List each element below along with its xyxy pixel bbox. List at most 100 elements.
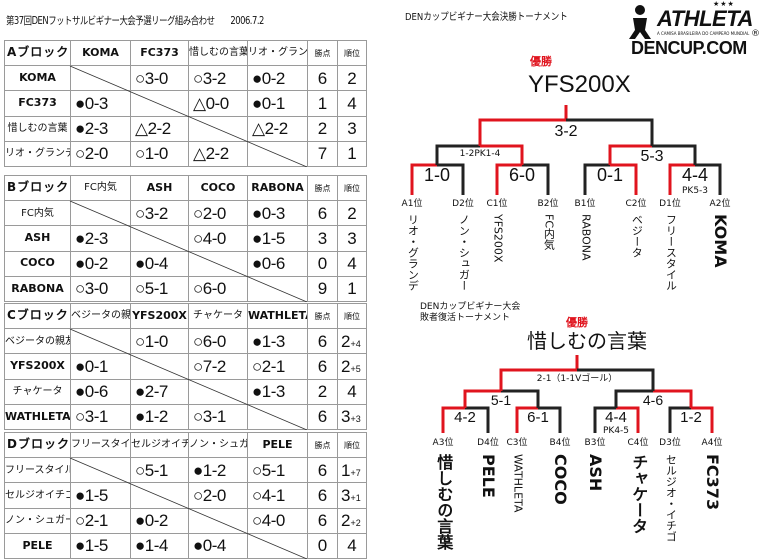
main-champion-label: 優勝: [530, 55, 552, 68]
consolation-title-line1: DENカップビギナー大会: [420, 302, 521, 312]
rank-value: 3: [347, 228, 357, 248]
goal-diff: +3: [350, 414, 361, 425]
seed-label: C4位: [627, 438, 649, 448]
league-block-2: Cブロックベジータの親友YFS200XチャケータWATHLETA勝点順位ベジータ…: [4, 302, 367, 431]
goal-diff: +4: [350, 338, 361, 349]
rank: 1: [337, 275, 367, 303]
rank-value: 4: [347, 253, 357, 273]
consolation-champion: 惜しむの言葉: [527, 331, 647, 353]
page-title: 第37回DENフットサルビギナー大会予選リーグ組み合わせ 2006.7.2: [6, 15, 264, 27]
team-name: 惜しむの言葉: [434, 454, 454, 550]
logo-brand: ATHLETA: [657, 6, 753, 31]
rank-value: 1: [341, 460, 351, 480]
table-header-row: Cブロックベジータの親友YFS200XチャケータWATHLETA勝点順位: [4, 302, 367, 330]
seed-label: A2位: [709, 199, 731, 209]
seed-label: A1位: [401, 199, 423, 209]
rank-value: 2: [341, 331, 351, 351]
points: 6: [307, 65, 338, 92]
league-block-3: Dブロックフリースタイルセルジオイチゴノン・シュガーPELE勝点順位フリースタイ…: [4, 431, 367, 559]
column-team: KOMA: [70, 39, 131, 67]
seed-label: D4位: [477, 438, 499, 448]
bracket-line-a3: [441, 406, 465, 433]
consolation_bracket-qf-pk: PK4-5: [602, 426, 630, 436]
team-name: ベジータ: [630, 214, 644, 258]
rank-value: 1: [347, 144, 357, 164]
league-block-0: AブロックKOMAFC373惜しむの言葉リオ・グランデ勝点順位KOMA○3-0○…: [4, 39, 367, 168]
bracket-line-final-right: [566, 118, 654, 146]
rank-value: 3: [341, 407, 351, 427]
bracket-line-sf1-left: [435, 144, 480, 165]
bracket-line-sf1-right: [480, 144, 524, 165]
goal-diff: +1: [350, 492, 361, 503]
seed-label: C3位: [506, 438, 528, 448]
rank-value: 4: [347, 381, 357, 401]
consolation_bracket-qf-score: 1-2: [680, 409, 702, 426]
bracket-line-csf2-left: [614, 389, 653, 408]
column-team: リオ・グランデ: [247, 39, 308, 67]
bracket-line-csf1-left: [463, 389, 501, 408]
consolation-semi-left-score: 5-1: [490, 392, 512, 408]
column-team: RABONA: [247, 174, 308, 202]
points: 1: [307, 90, 338, 117]
column-team: PELE: [247, 431, 308, 459]
seed-label: A3位: [432, 438, 454, 448]
rank: 2+2: [337, 507, 367, 534]
team-name: KOMA: [711, 214, 731, 268]
rank: 4: [337, 90, 367, 117]
seed-label: B2位: [537, 199, 559, 209]
table-header-row: Dブロックフリースタイルセルジオイチゴノン・シュガーPELE勝点順位: [4, 431, 367, 459]
block-name: Aブロック: [4, 39, 71, 67]
main_bracket-qf-score: 6-0: [508, 165, 536, 185]
row-team: リオ・グランデ: [4, 140, 71, 168]
logo-site: DENCUP.COM: [631, 38, 747, 58]
logo-tagline: A CAMISA BRASILEIRA DO CAMPEÃO MUNDIAL: [657, 31, 750, 36]
team-name: セルジオ・イチゴ: [664, 454, 678, 542]
goal-diff: +5: [350, 363, 361, 374]
points: 0: [307, 250, 338, 277]
bracket-line-cfinal-left: [499, 355, 579, 391]
team-name: FC内気: [542, 214, 556, 251]
column-team: FC373: [130, 39, 189, 67]
team-name: RABONA: [579, 214, 593, 261]
bracket-line-a4: [691, 406, 714, 433]
bracket-line-csf1-right: [501, 389, 540, 408]
points: 9: [307, 275, 338, 303]
rank: 3+3: [337, 403, 367, 431]
row-team: COCO: [4, 250, 71, 277]
bracket-line-b2: [522, 163, 550, 195]
team-name: FC373: [703, 454, 723, 511]
bracket-line-b4: [538, 406, 562, 433]
rank: 2: [337, 200, 367, 227]
bracket-line-final-left: [478, 105, 568, 146]
main-champion: YFS200X: [528, 71, 631, 98]
main-semi-right-score: 5-3: [640, 148, 664, 165]
points: 6: [307, 403, 338, 431]
bracket-line-b1: [583, 163, 610, 195]
bracket-line-c3: [515, 406, 538, 433]
row-team: ASH: [4, 225, 71, 252]
bracket-line-c4: [616, 406, 640, 433]
seed-label: B3位: [584, 438, 606, 448]
consolation-champion-label: 優勝: [566, 316, 588, 329]
consolation_bracket-qf-score: 6-1: [527, 409, 549, 426]
rank-value: 1: [347, 279, 357, 299]
seed-label: D1位: [659, 199, 681, 209]
bracket-line-sf2-right: [652, 144, 697, 165]
team-name: YFS200X: [491, 214, 505, 263]
stars: ★★★: [713, 0, 735, 8]
rank-value: 2: [341, 510, 351, 530]
goal-diff: +7: [350, 467, 361, 478]
main_bracket-qf-pk: PK5-3: [681, 186, 709, 196]
seed-label: A4位: [701, 438, 723, 448]
bracket-line-a2: [695, 163, 722, 195]
goal-diff: +2: [350, 517, 361, 528]
row-team: ノン・シュガー: [4, 507, 71, 534]
block-name: Cブロック: [4, 302, 71, 330]
points-header: 勝点: [307, 39, 338, 67]
bracket-line-csf2-right: [653, 389, 693, 408]
consolation-semi-right-score: 4-6: [642, 392, 664, 408]
consolation_bracket-qf-score: 4-2: [454, 409, 476, 426]
points: 2: [307, 115, 338, 142]
points-header: 勝点: [307, 431, 338, 459]
rank: 1: [337, 140, 367, 168]
